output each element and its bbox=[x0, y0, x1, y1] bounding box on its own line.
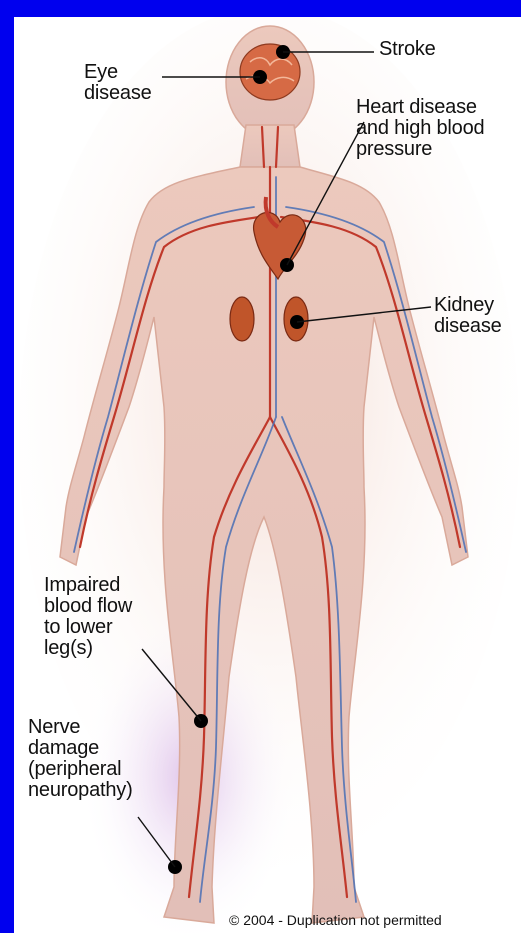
label-nerve-damage: Nerve damage (peripheral neuropathy) bbox=[28, 717, 133, 801]
label-impaired-blood-flow: Impaired blood flow to lower leg(s) bbox=[44, 575, 132, 659]
copyright-notice: © 2004 - Duplication not permitted bbox=[229, 912, 442, 928]
label-stroke: Stroke bbox=[379, 39, 436, 60]
label-heart-disease: Heart disease and high blood pressure bbox=[356, 97, 484, 160]
label-kidney-disease: Kidney disease bbox=[434, 295, 502, 337]
diagram-panel: Stroke Eye disease Heart disease and hig… bbox=[14, 17, 521, 933]
label-eye-disease: Eye disease bbox=[84, 62, 152, 104]
